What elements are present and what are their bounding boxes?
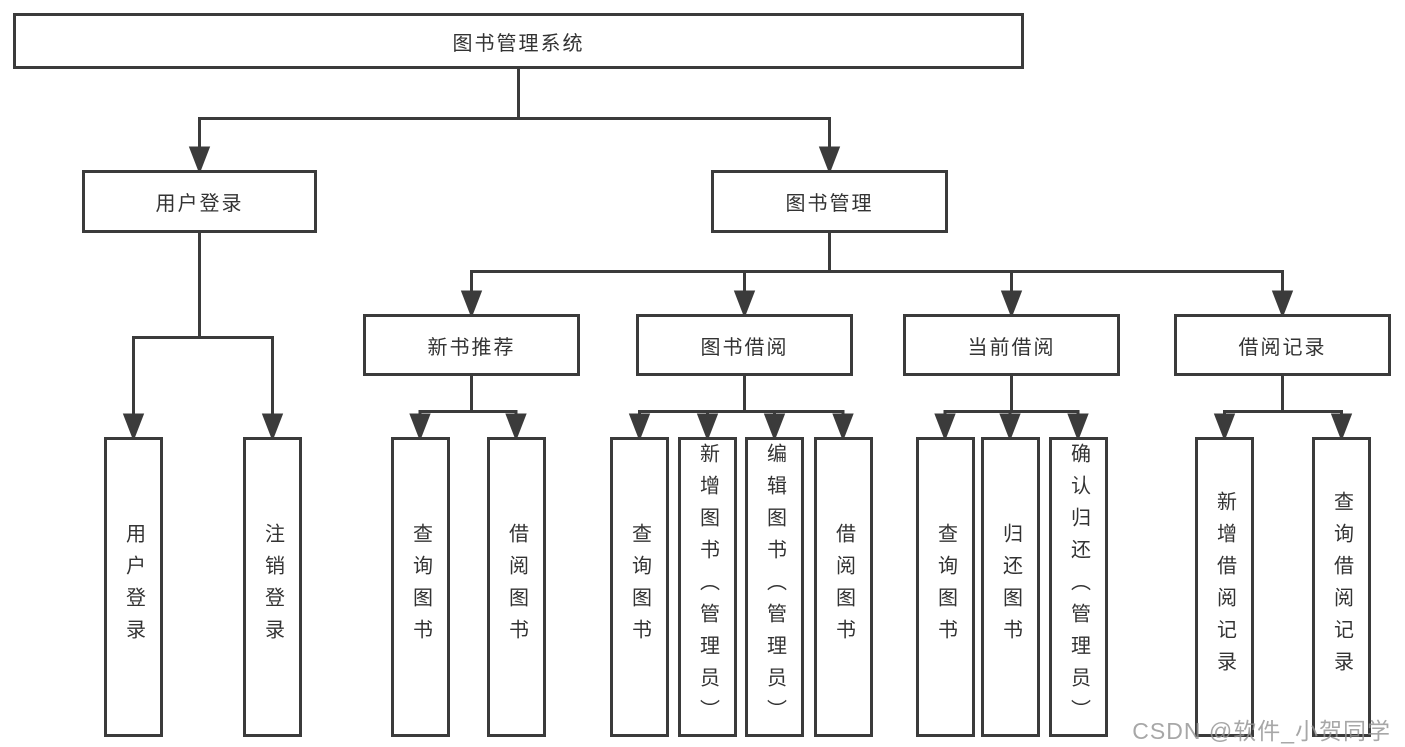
node-current-borrow: 当前借阅 [903, 314, 1120, 376]
watermark: CSDN @软件_小贺同学 [1132, 718, 1391, 744]
node-label: 用户登录 [155, 193, 244, 215]
leaf-label: 用户登录 [122, 523, 145, 651]
leaf-label: 确认归还（管理员） [1067, 443, 1090, 731]
leaf-label: 借阅图书 [832, 523, 855, 651]
leaf-query-borrow-record: 查询借阅记录 [1312, 437, 1371, 737]
leaf-label: 查询图书 [934, 523, 957, 651]
leaf-label: 注销登录 [261, 523, 284, 651]
node-book-borrow: 图书借阅 [636, 314, 853, 376]
node-label: 图书管理系统 [452, 32, 585, 55]
leaf-label: 归还图书 [999, 523, 1022, 651]
leaf-borrow-books: 借阅图书 [487, 437, 546, 737]
node-book-management: 图书管理 [711, 170, 948, 233]
leaf-return-books: 归还图书 [981, 437, 1040, 737]
leaf-add-books-admin: 新增图书（管理员） [678, 437, 737, 737]
node-library-management-system: 图书管理系统 [13, 13, 1024, 69]
node-label: 当前借阅 [967, 336, 1056, 359]
leaf-add-borrow-record: 新增借阅记录 [1195, 437, 1254, 737]
leaf-borrow-books: 借阅图书 [814, 437, 873, 737]
node-borrow-records: 借阅记录 [1174, 314, 1391, 376]
node-label: 图书管理 [785, 193, 874, 215]
leaf-query-books: 查询图书 [391, 437, 450, 737]
leaf-query-books: 查询图书 [916, 437, 975, 737]
leaf-label: 编辑图书（管理员） [763, 443, 786, 731]
leaf-label: 查询借阅记录 [1330, 491, 1353, 683]
leaf-logout: 注销登录 [243, 437, 302, 737]
leaf-label: 借阅图书 [505, 523, 528, 651]
node-label: 借阅记录 [1238, 336, 1327, 359]
leaf-edit-books-admin: 编辑图书（管理员） [745, 437, 804, 737]
node-label: 新书推荐 [427, 336, 516, 359]
leaf-label: 新增借阅记录 [1213, 491, 1236, 683]
node-new-book-recommend: 新书推荐 [363, 314, 580, 376]
leaf-query-books: 查询图书 [610, 437, 669, 737]
node-label: 图书借阅 [700, 336, 789, 359]
leaf-user-login: 用户登录 [104, 437, 163, 737]
leaf-label: 查询图书 [409, 523, 432, 651]
node-user-login: 用户登录 [82, 170, 317, 233]
leaf-label: 查询图书 [628, 523, 651, 651]
leaf-label: 新增图书（管理员） [696, 443, 719, 731]
leaf-confirm-return-admin: 确认归还（管理员） [1049, 437, 1108, 737]
